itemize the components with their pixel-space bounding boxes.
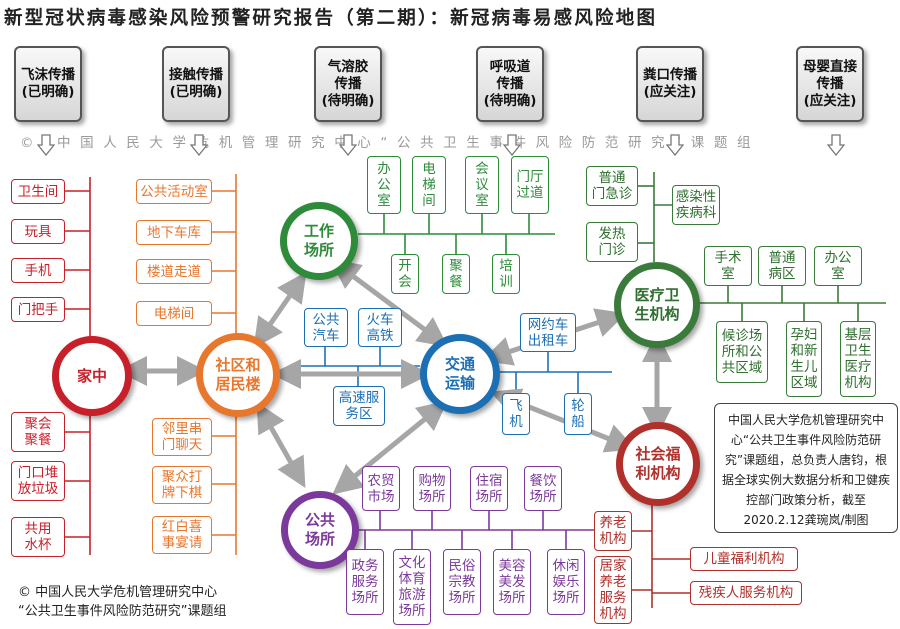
medical-risk-item: 办公 室 bbox=[814, 246, 862, 286]
public-risk-item: 政务 服务 场所 bbox=[346, 549, 384, 615]
home-risk-item: 门把手 bbox=[11, 297, 65, 322]
down-arrow-icon bbox=[190, 134, 208, 156]
community-risk-item: 聚众打 牌下棋 bbox=[152, 466, 212, 504]
route-fecal-oral: 粪口传播 (应关注) bbox=[636, 46, 704, 122]
route-aerosol: 气溶胶 传播 (待明确) bbox=[314, 46, 382, 122]
hub-community: 社区和 居民楼 bbox=[196, 333, 280, 417]
transport-risk-item: 轮 船 bbox=[564, 393, 592, 435]
transport-risk-item: 飞 机 bbox=[502, 393, 530, 435]
home-risk-item: 共用 水杯 bbox=[11, 517, 65, 557]
welfare-risk-item: 残疾人服务机构 bbox=[690, 581, 802, 605]
credit: © 中国人民大学危机管理研究中心 “公共卫生事件风险防范研究”课题组 bbox=[18, 583, 226, 621]
work-risk-item: 电 梯 间 bbox=[412, 156, 446, 214]
public-risk-item: 农贸 市场 bbox=[362, 466, 400, 511]
transport-risk-item: 网约车 出租车 bbox=[520, 313, 576, 352]
down-arrow-icon bbox=[37, 134, 55, 156]
public-risk-item: 美容 美发 场所 bbox=[493, 549, 531, 615]
route-label: 呼吸道 传播 (待明确) bbox=[483, 58, 537, 109]
community-risk-item: 楼道走道 bbox=[136, 259, 212, 284]
medical-risk-item: 普通 病区 bbox=[758, 246, 806, 286]
route-droplet: 飞沫传播 (已明确) bbox=[14, 46, 82, 122]
route-contact: 接触传播 (已明确) bbox=[162, 46, 230, 122]
welfare-risk-item: 儿童福利机构 bbox=[690, 547, 798, 571]
down-arrow-icon bbox=[339, 134, 357, 156]
hub-public: 公共 场所 bbox=[281, 491, 359, 569]
work-risk-item: 会 议 室 bbox=[465, 156, 499, 214]
page-title: 新型冠状病毒感染风险预警研究报告（第二期）：新冠病毒易感风险地图 bbox=[4, 8, 658, 29]
medical-risk-item: 候诊场 所和公 共区域 bbox=[716, 321, 768, 383]
medical-risk-item: 基层 卫生 医疗 机构 bbox=[840, 321, 876, 397]
route-label: 飞沫传播 (已明确) bbox=[21, 67, 75, 100]
down-arrow-icon bbox=[827, 134, 845, 156]
medical-risk-item: 感染性 疾病科 bbox=[672, 185, 720, 225]
transport-risk-item: 火车 高铁 bbox=[358, 308, 402, 347]
route-label: 接触传播 (已明确) bbox=[169, 67, 223, 100]
work-risk-item: 办 公 室 bbox=[367, 156, 401, 214]
welfare-risk-item: 居家 养老 服务 机构 bbox=[594, 556, 632, 624]
hub-welfare: 社会福 利机构 bbox=[616, 422, 700, 506]
source-note: 中国人民大学危机管理研究中心“公共卫生事件风险防范研究”课题组，总负责人唐钧，根… bbox=[714, 403, 898, 533]
route-label: 母婴直接 传播 (应关注) bbox=[803, 58, 857, 109]
credit-line: © 中国人民大学危机管理研究中心 bbox=[18, 585, 218, 600]
route-label: 气溶胶 传播 (待明确) bbox=[321, 58, 375, 109]
work-risk-item: 培 训 bbox=[492, 254, 520, 294]
work-risk-item: 门厅 过道 bbox=[511, 156, 549, 214]
hub-transport: 交通 运输 bbox=[420, 334, 500, 414]
down-arrow-icon bbox=[503, 134, 521, 156]
public-risk-item: 购物 场所 bbox=[413, 466, 451, 511]
down-arrow-icon bbox=[666, 134, 684, 156]
route-respiratory: 呼吸道 传播 (待明确) bbox=[476, 46, 544, 122]
home-risk-item: 聚会 聚餐 bbox=[11, 412, 65, 452]
public-risk-item: 住宿 场所 bbox=[470, 466, 508, 511]
home-risk-item: 手机 bbox=[11, 258, 65, 283]
community-risk-item: 电梯间 bbox=[136, 301, 212, 326]
transport-risk-item: 高速服 务区 bbox=[333, 386, 385, 426]
community-risk-item: 地下车库 bbox=[136, 220, 212, 245]
hub-medical: 医疗卫 生机构 bbox=[614, 262, 700, 348]
transport-risk-item: 公共 汽车 bbox=[304, 308, 348, 347]
community-risk-item: 邻里串 门聊天 bbox=[152, 418, 212, 456]
work-risk-item: 开 会 bbox=[391, 254, 419, 294]
credit-line: “公共卫生事件风险防范研究”课题组 bbox=[18, 604, 227, 619]
home-risk-item: 玩具 bbox=[11, 219, 65, 244]
work-risk-item: 聚 餐 bbox=[442, 254, 470, 294]
community-risk-item: 红白喜 事宴请 bbox=[152, 516, 212, 554]
hub-work: 工作 场所 bbox=[280, 202, 358, 280]
public-risk-item: 文化 体育 旅游 场所 bbox=[393, 549, 431, 625]
medical-risk-item: 孕妇 和新 生儿 区域 bbox=[786, 321, 822, 397]
route-mother-infant: 母婴直接 传播 (应关注) bbox=[796, 46, 864, 122]
community-risk-item: 公共活动室 bbox=[136, 179, 212, 204]
medical-risk-item: 手术 室 bbox=[704, 246, 752, 286]
medical-risk-item: 普通 门急诊 bbox=[586, 166, 638, 206]
public-risk-item: 民俗 宗教 场所 bbox=[443, 549, 481, 615]
public-risk-item: 餐饮 场所 bbox=[524, 466, 562, 511]
route-label: 粪口传播 (应关注) bbox=[643, 67, 697, 100]
home-risk-item: 门口堆 放垃圾 bbox=[11, 461, 65, 501]
public-risk-item: 休闲 娱乐 场所 bbox=[547, 549, 585, 615]
hub-home: 家中 bbox=[52, 336, 132, 416]
medical-risk-item: 发热 门诊 bbox=[586, 222, 638, 262]
welfare-risk-item: 养老 机构 bbox=[594, 511, 632, 551]
home-risk-item: 卫生间 bbox=[11, 179, 65, 204]
